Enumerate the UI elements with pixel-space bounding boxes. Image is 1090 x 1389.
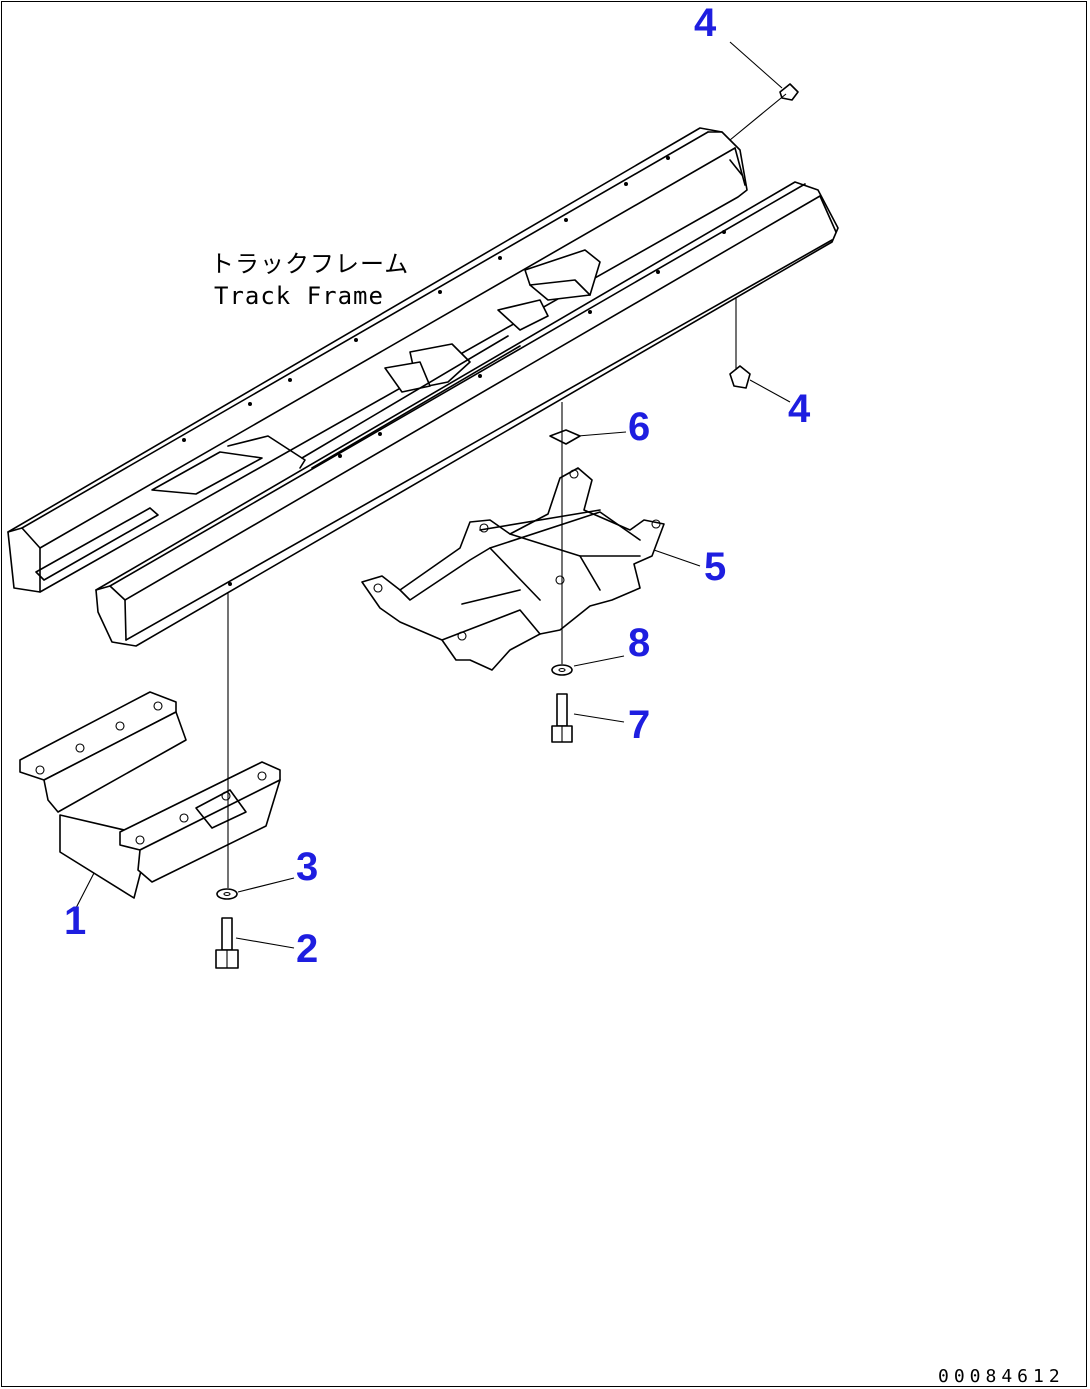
track-frame-label-en: Track Frame: [214, 282, 384, 310]
drawing-code: 00084612: [938, 1366, 1065, 1387]
part-1-guard-bracket: [19, 691, 281, 899]
part-2-bolt: [215, 917, 239, 969]
leader-lines: [75, 41, 791, 949]
callout-1: 1: [64, 899, 86, 943]
track-frame-right-rail: [95, 181, 839, 647]
callout-4-right: 4: [788, 387, 811, 431]
part-4-right-clip: [729, 365, 751, 389]
part-7-bolt: [551, 693, 573, 743]
track-frame-cross-members: [301, 249, 601, 469]
callout-2: 2: [296, 927, 318, 971]
part-3-washer: [216, 888, 238, 900]
callout-5: 5: [704, 545, 726, 589]
part-4-top-clip: [779, 83, 799, 101]
track-frame-label-jp: トラックフレーム: [210, 250, 409, 278]
callout-4-top: 4: [694, 1, 717, 45]
part-6-shim: [549, 429, 581, 445]
track-frame-holes: [182, 156, 726, 586]
part-8-washer: [551, 664, 573, 676]
assembly-lines: [227, 93, 787, 888]
callout-3: 3: [296, 845, 318, 889]
callout-6: 6: [628, 405, 650, 449]
callout-7: 7: [628, 703, 650, 747]
callout-8: 8: [628, 621, 650, 665]
track-frame-left-rail: [7, 127, 748, 593]
track-frame: [7, 127, 839, 647]
part-5-center-frame: [361, 467, 665, 671]
